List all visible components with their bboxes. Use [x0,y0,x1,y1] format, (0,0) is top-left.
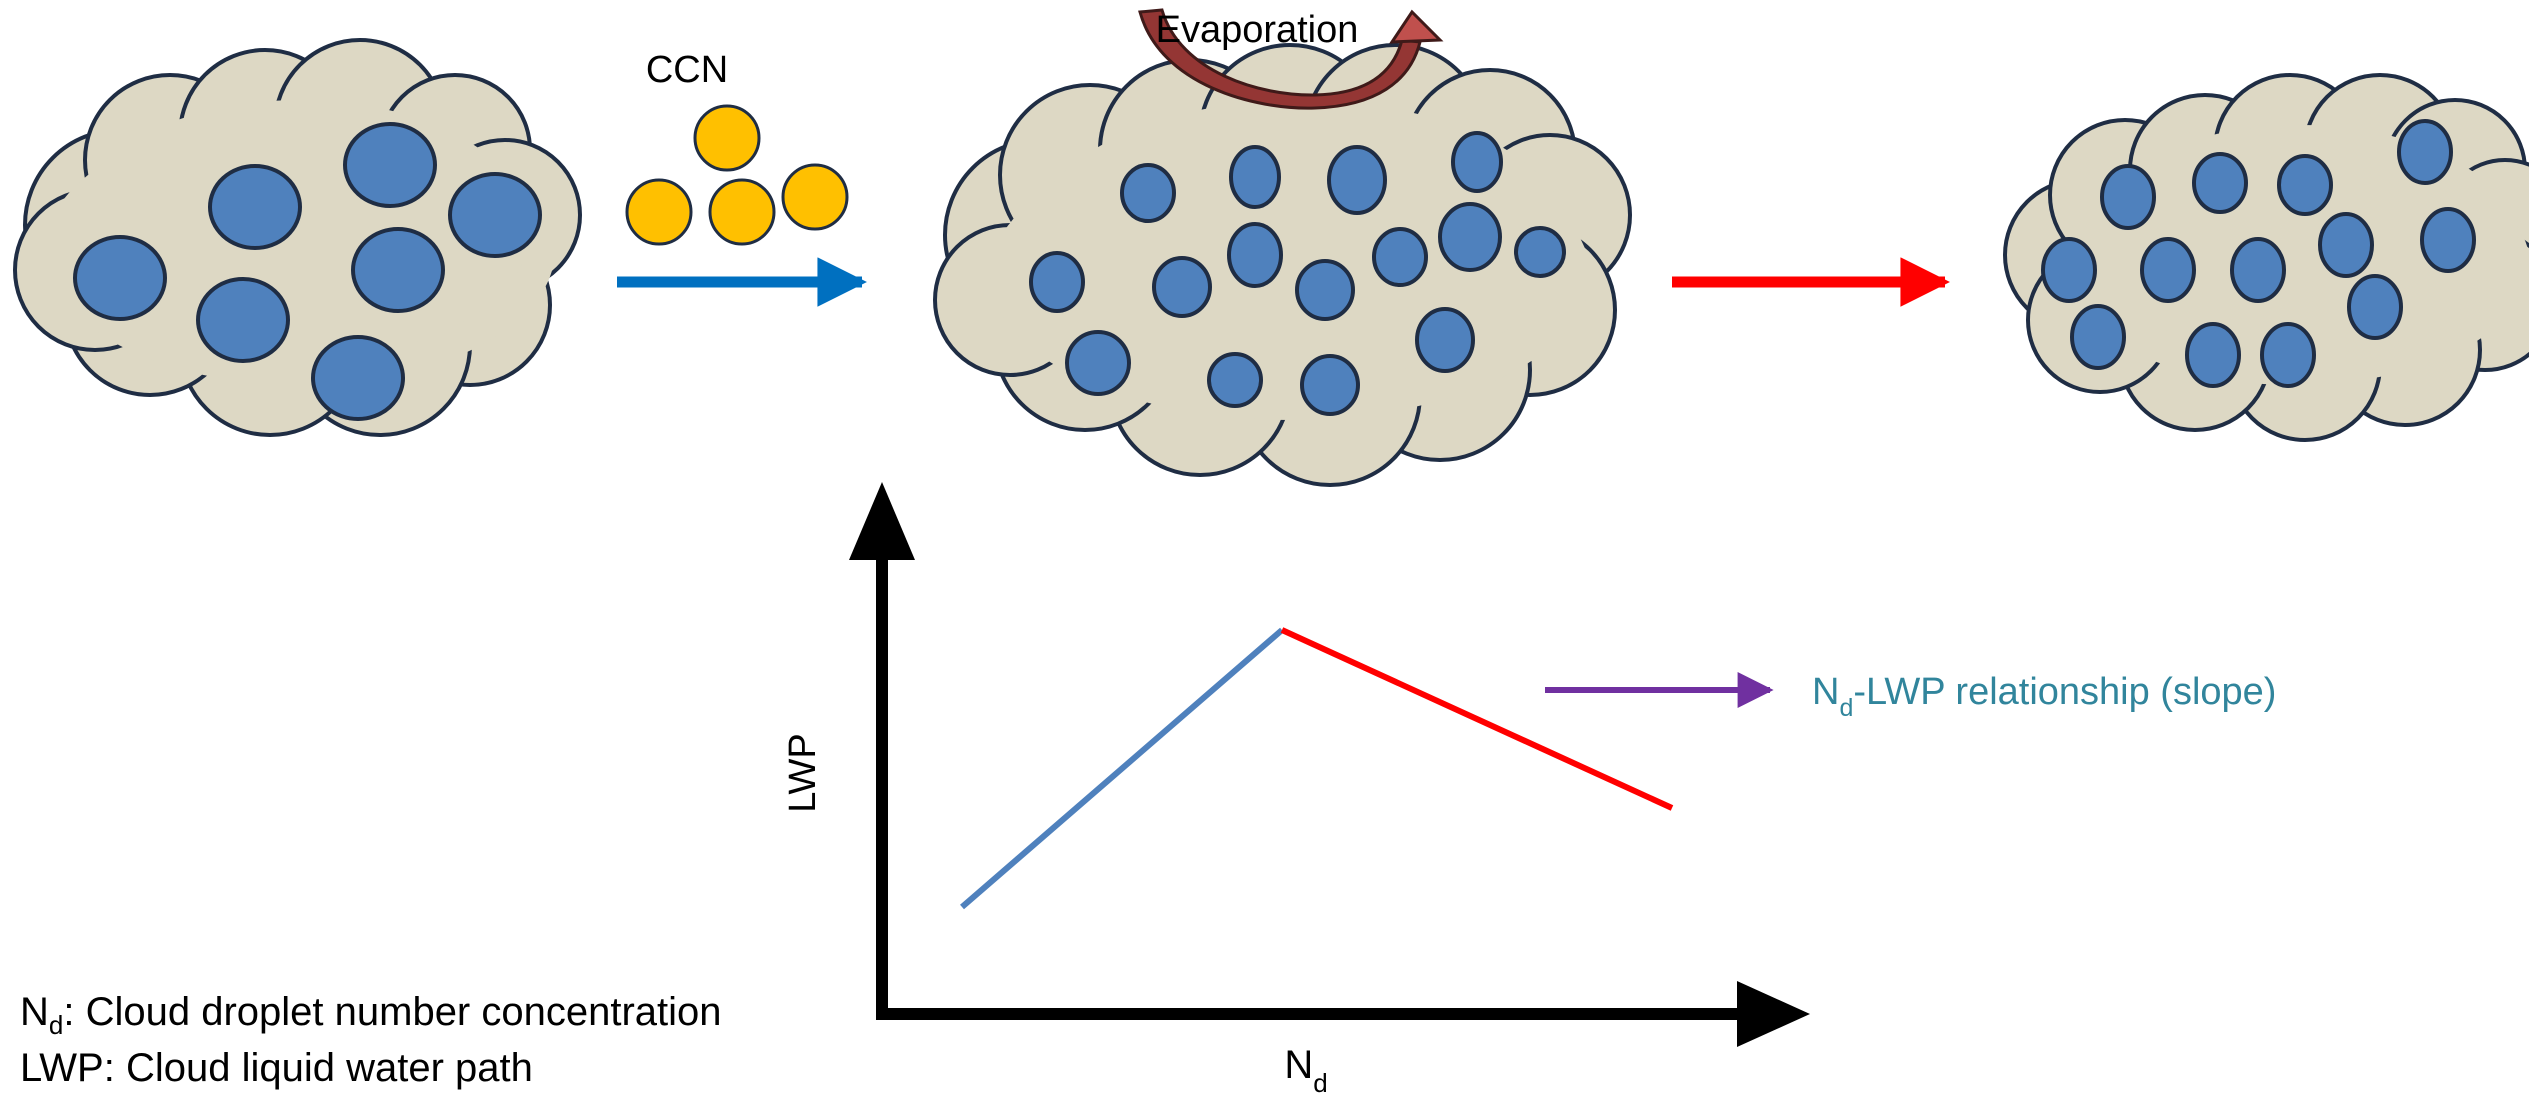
legend-nd-desc: : Cloud droplet number concentration [63,990,722,1034]
evaporation-label: Evaporation [1156,9,1359,51]
droplet [1229,145,1281,209]
lwp-decrease-line [1280,627,1674,811]
relationship-label-sub: d [1839,694,1853,722]
ccn-particles [625,104,849,246]
droplet [343,122,437,208]
droplet [2318,212,2374,278]
ccn-particle [781,163,849,231]
droplet [1065,330,1131,396]
cloud-polluted [933,43,1632,487]
relationship-label-rest: -LWP relationship (slope) [1853,671,2276,713]
x-axis-label-main: N [1284,1043,1313,1087]
y-axis-label: LWP [782,733,824,813]
droplet [2041,237,2097,303]
ccn-particle [693,104,761,172]
droplet [208,164,302,250]
droplet [2140,237,2196,303]
legend-nd-main: N [20,990,49,1034]
droplet [1227,222,1283,288]
droplet [1415,307,1475,373]
droplet [73,235,167,321]
lwp-increase-line [960,627,1284,910]
droplet [1327,145,1387,215]
ccn-particle [625,178,693,246]
droplet [1152,256,1212,318]
legend-nd-sub: d [48,1010,64,1040]
x-axis-label: Nd [1284,1043,1327,1098]
relationship-label: Nd-LWP relationship (slope) [1812,671,2276,722]
droplet [1514,226,1566,278]
legend-nd: Nd: Cloud droplet number concentration [20,992,722,1038]
droplet [448,172,542,258]
ccn-particle [708,178,776,246]
legend-lwp: LWP: Cloud liquid water path [20,1046,533,1090]
cloud-evaporated [2003,73,2529,442]
droplet [1451,131,1503,193]
ccn-label: CCN [646,49,728,91]
cloud-initial [13,38,582,437]
droplet [1438,202,1502,272]
y-axis-arrowhead [849,482,915,560]
x-axis-arrowhead [1737,981,1810,1047]
droplet [2070,304,2126,370]
droplet [2260,322,2316,388]
graph-axes [849,482,1810,1047]
droplet [196,277,290,363]
droplet [311,335,405,421]
droplet [1207,352,1263,408]
droplet [351,227,445,313]
droplet [1295,259,1355,321]
droplet [1029,251,1085,313]
evaporation-arrow [1138,8,1444,110]
droplet [2397,119,2453,185]
droplet [2100,164,2156,230]
droplet [1300,354,1360,416]
droplet [2230,237,2286,303]
droplet [2192,152,2248,214]
relationship-label-main: N [1812,671,1839,713]
x-axis-label-sub: d [1313,1068,1327,1098]
droplet [1372,227,1428,287]
droplet [2420,207,2476,273]
droplet [2347,274,2403,340]
droplet [1120,163,1176,223]
droplet [2277,154,2333,216]
droplet [2185,322,2241,388]
